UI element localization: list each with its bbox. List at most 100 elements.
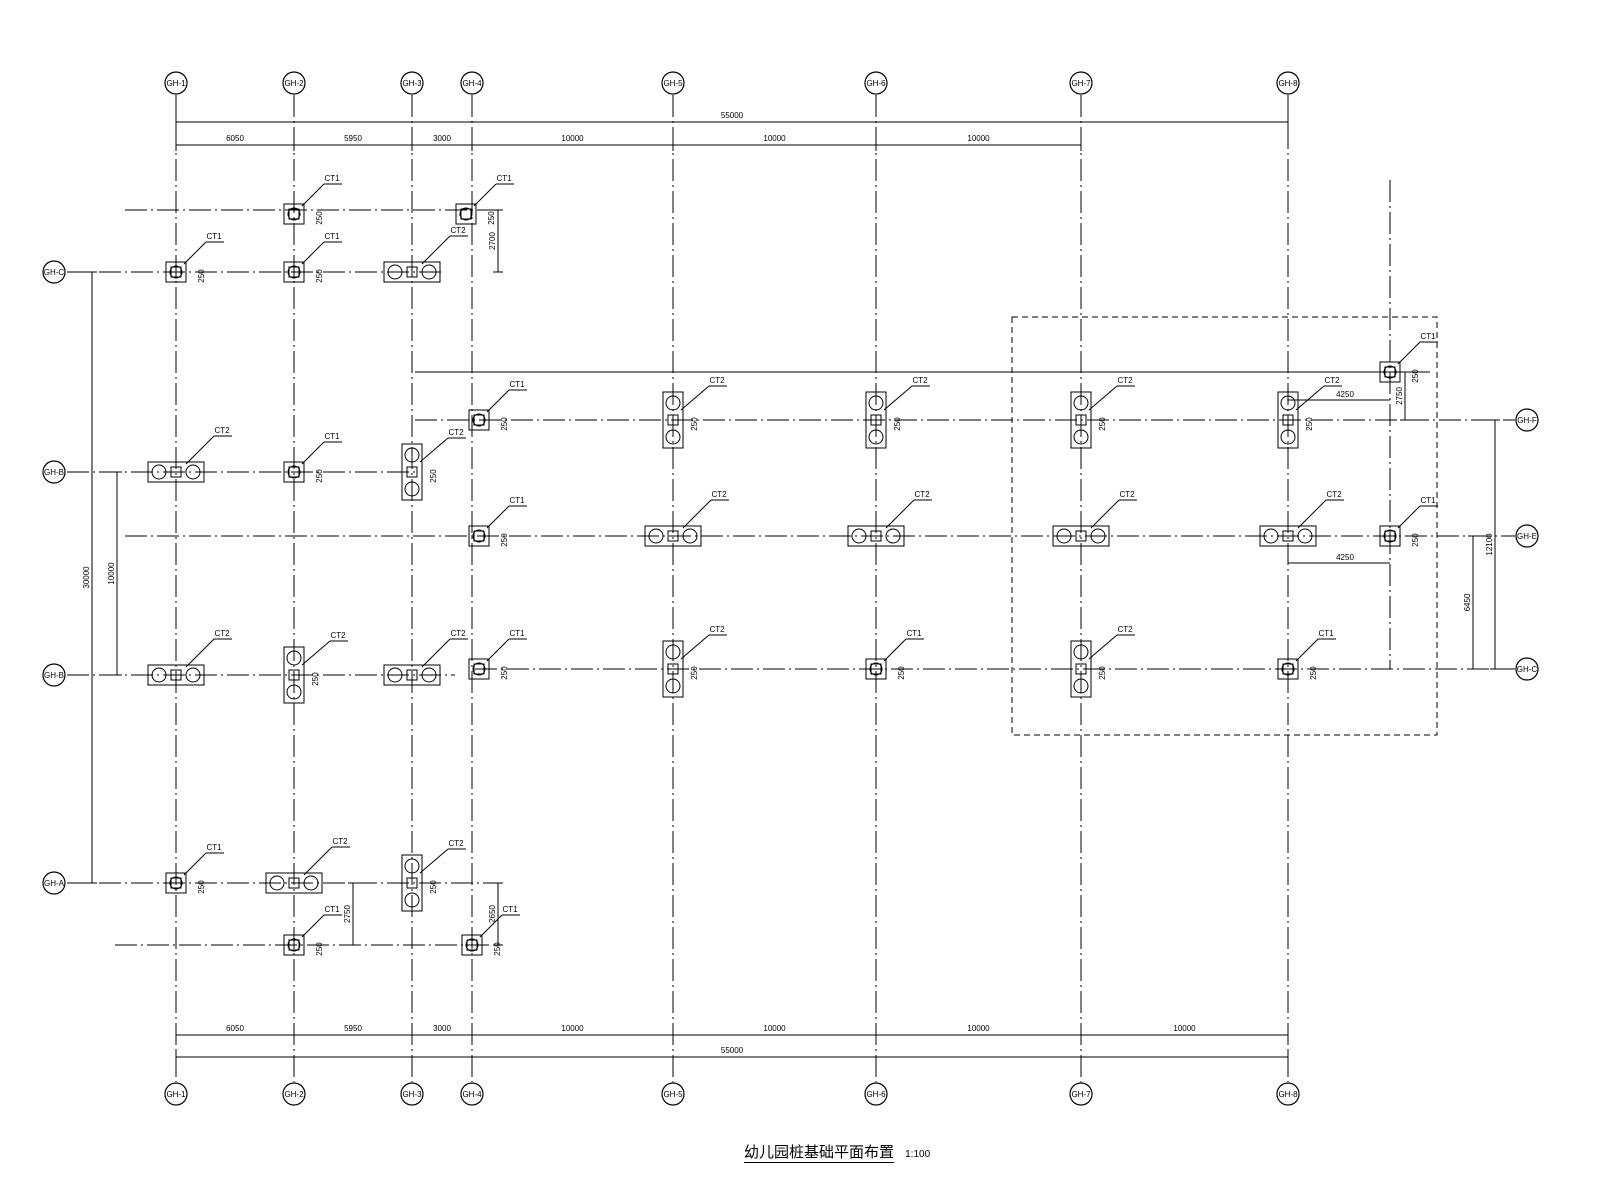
cap-label: CT1 xyxy=(324,905,340,914)
pile-circle xyxy=(169,265,183,279)
axis-bottom-5: GH-5 xyxy=(661,1082,685,1106)
ct2-column xyxy=(406,877,418,889)
cap-dim-label: 250 xyxy=(429,880,438,894)
pile-circle xyxy=(404,447,420,463)
cap-label: CT2 xyxy=(448,428,464,437)
ct1-outline xyxy=(1379,525,1401,547)
cap-label: CT1 xyxy=(324,174,340,183)
pile-circle xyxy=(459,207,473,221)
leader-line xyxy=(479,914,503,938)
pile-circle xyxy=(303,875,319,891)
drawing-scale: 1:100 xyxy=(905,1149,931,1160)
pile-cap-ct2-row-e-4: CT2 xyxy=(1259,490,1344,547)
ct2-column xyxy=(288,877,300,889)
axis-right-1: GH-F xyxy=(1515,408,1539,432)
cap-label: CT1 xyxy=(509,380,525,389)
ct2-column xyxy=(667,530,679,542)
cap-dim-label: 250 xyxy=(1411,369,1420,383)
cap-dim-label: 250 xyxy=(315,269,324,283)
dim-top-label: 3000 xyxy=(433,134,451,143)
drawing-title: 幼儿园桩基础平面布置 xyxy=(744,1143,895,1163)
dim-left-partial-label: 10000 xyxy=(107,562,116,585)
cap-dim-label: 250 xyxy=(315,942,324,956)
cap-label: CT1 xyxy=(206,232,222,241)
ct2-column xyxy=(870,414,882,426)
dim-top-total-label: 55000 xyxy=(721,111,744,120)
ct1-column xyxy=(473,663,485,675)
pile-circle xyxy=(851,528,867,544)
leader-line xyxy=(301,914,325,938)
grid-lines xyxy=(67,95,1515,1082)
leader-line xyxy=(185,435,215,465)
ct1-column xyxy=(473,530,485,542)
dim-bottom-label: 10000 xyxy=(763,1024,786,1033)
axis-bubbles: GH-1GH-1GH-2GH-2GH-3GH-3GH-4GH-4GH-5GH-5… xyxy=(42,71,1539,1106)
ct2-outline xyxy=(283,646,305,704)
ct2-column xyxy=(870,530,882,542)
dim-bottom-total-label: 55000 xyxy=(721,1046,744,1055)
cap-label: CT1 xyxy=(324,432,340,441)
ct1-outline xyxy=(468,409,490,431)
axis-bubble-circle xyxy=(42,871,66,895)
axis-bubble-label: GH-3 xyxy=(402,1090,422,1099)
dim-bottom-label: 10000 xyxy=(967,1024,990,1033)
leader-line xyxy=(185,638,215,668)
pile-cap-ct2-d: CT2 xyxy=(147,629,232,686)
axis-bubble-circle xyxy=(42,260,66,284)
axis-bubble-circle xyxy=(661,1082,685,1106)
leader-line xyxy=(883,385,913,411)
pile-circle xyxy=(868,429,884,445)
cap-label: CT1 xyxy=(496,174,512,183)
leader-line xyxy=(885,499,915,529)
axis-bottom-6: GH-6 xyxy=(864,1082,888,1106)
cap-dim-label: 250 xyxy=(197,880,206,894)
ct2-column xyxy=(667,414,679,426)
ct2-column xyxy=(406,669,418,681)
pile-circle xyxy=(885,528,901,544)
pile-circle xyxy=(1383,529,1397,543)
ct2-outline xyxy=(865,391,887,449)
ct2-outline xyxy=(401,443,423,501)
cap-label: CT1 xyxy=(1420,332,1436,341)
leader-line xyxy=(486,638,510,662)
ct2-column xyxy=(170,669,182,681)
axis-bubble-label: GH-A xyxy=(44,879,65,888)
pile-cap-ct2-g: CT2 xyxy=(265,837,350,894)
axis-bubble-circle xyxy=(400,71,424,95)
cap-dim-label: 250 xyxy=(1309,666,1318,680)
pile-circle xyxy=(1073,429,1089,445)
axis-bubble-label: GH-1 xyxy=(166,79,186,88)
ct2-column xyxy=(288,669,300,681)
leader-line xyxy=(680,634,710,660)
pile-circle xyxy=(665,644,681,660)
axis-top-3: GH-3 xyxy=(400,71,424,95)
cap-label: CT2 xyxy=(1117,625,1133,634)
leader-line xyxy=(682,499,712,529)
axis-bubble-label: GH-B xyxy=(44,468,64,477)
axis-bubble-circle xyxy=(1069,71,1093,95)
ct1-column xyxy=(466,939,478,951)
axis-bubble-label: GH-8 xyxy=(1278,1090,1298,1099)
axis-bubble-circle xyxy=(42,460,66,484)
pile-caps: CT1250CT1250CT1250CT1250CT2CT2CT1250CT22… xyxy=(147,174,1438,956)
ct2-outline xyxy=(147,461,205,483)
pile-circle xyxy=(1297,528,1313,544)
axis-bubble-circle xyxy=(661,71,685,95)
pile-cap-ct2-b: CT2 xyxy=(147,426,232,483)
cap-label: CT2 xyxy=(1117,376,1133,385)
ct1-column xyxy=(288,939,300,951)
cap-dim-label: 250 xyxy=(1411,533,1420,547)
ct1-column xyxy=(1384,530,1396,542)
axis-bubble-label: GH-B xyxy=(44,671,64,680)
axis-bottom-4: GH-4 xyxy=(460,1082,484,1106)
pile-circle xyxy=(682,528,698,544)
pile-cap-ct2-a: CT2 xyxy=(383,226,468,283)
